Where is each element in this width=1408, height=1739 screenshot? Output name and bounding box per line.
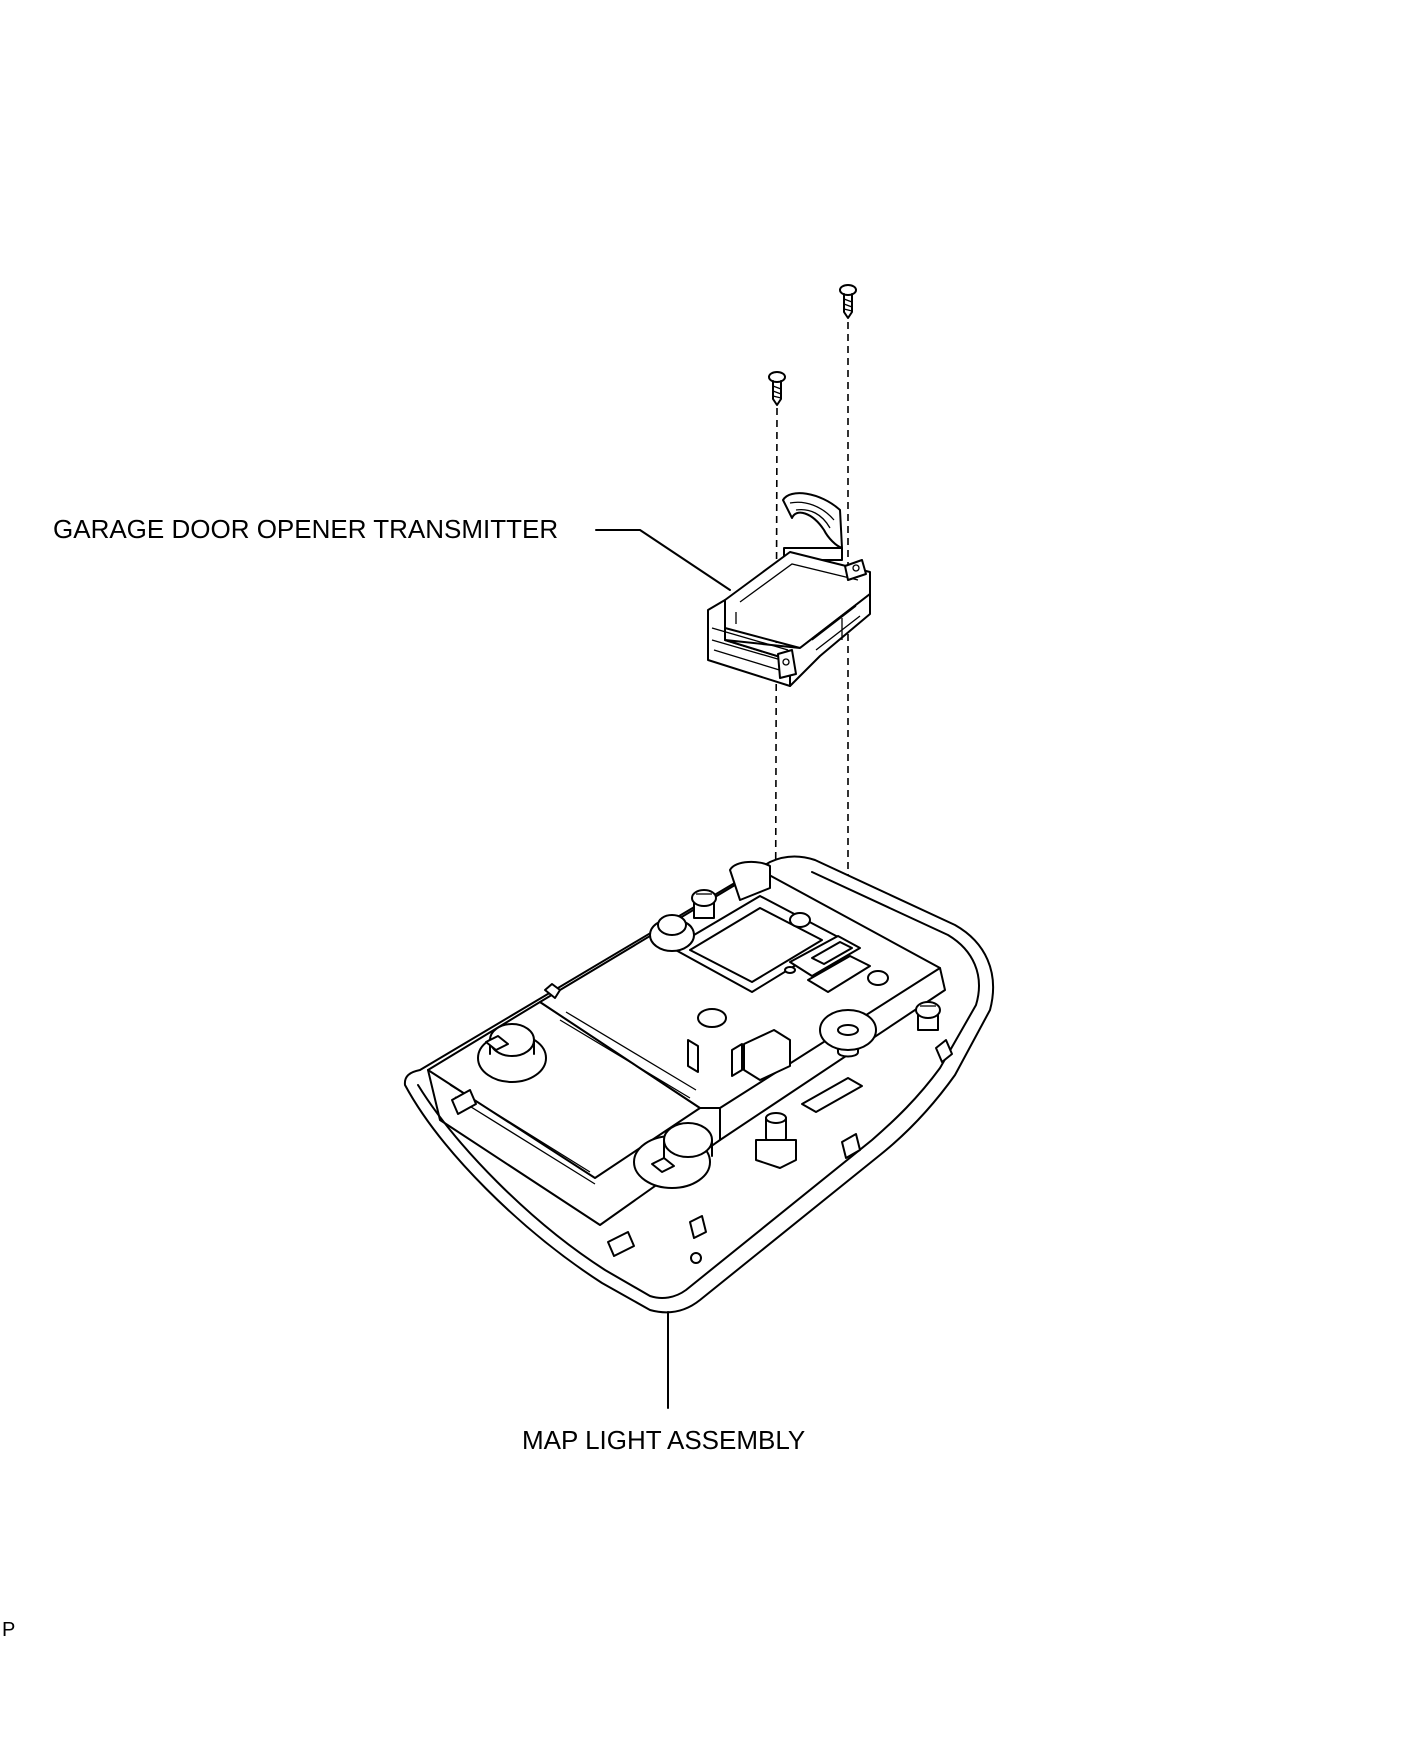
locating-pin-top [691,889,717,919]
label-garage-door-opener-transmitter: GARAGE DOOR OPENER TRANSMITTER [53,514,559,544]
corner-mark: P [2,1619,16,1641]
bulb-socket-top [649,914,695,952]
bulb-socket-center [633,1122,713,1189]
screw-right [839,284,857,319]
locating-pin-right [915,1001,941,1031]
label-map-light-assembly: MAP LIGHT ASSEMBLY [522,1425,806,1455]
screw-left [768,371,786,406]
map-light-assembly [403,855,995,1314]
alignment-line-left [774,407,778,1111]
transmitter-module [707,492,871,687]
mounting-boss-right [819,1009,877,1058]
bulb-socket-left [477,1023,547,1083]
mounting-boss-left [755,1112,797,1169]
leader-line-transmitter [595,529,731,591]
